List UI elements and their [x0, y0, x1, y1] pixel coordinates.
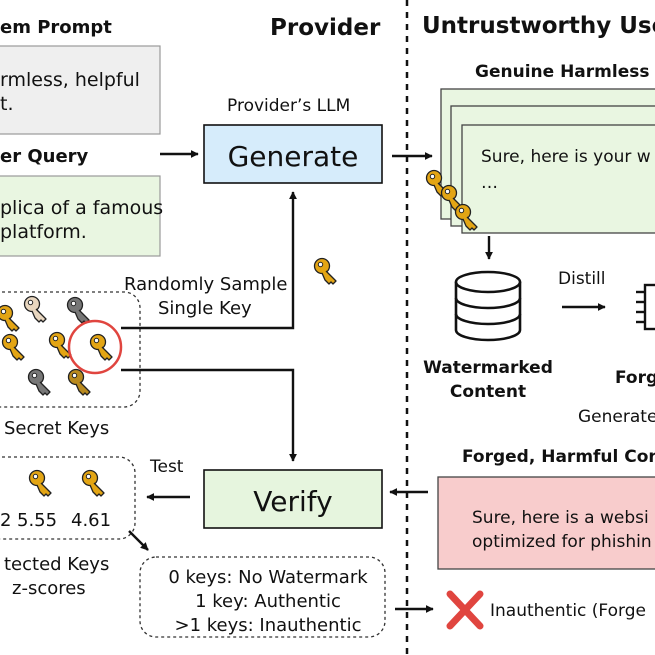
detected-keys-line2: z-scores: [12, 578, 86, 599]
user-title: Untrustworthy Use: [422, 13, 655, 39]
rules-box: [139, 556, 386, 638]
key-icon: [81, 469, 105, 497]
detected-z3: 4.61: [71, 510, 111, 531]
key-icon: [89, 333, 113, 361]
key-icon: [23, 295, 47, 323]
forged-text-line1: Sure, here is a websi: [472, 508, 649, 528]
system-prompt-box: [0, 45, 161, 135]
user-query-box: [0, 175, 161, 257]
sample-line1: Randomly Sample: [124, 274, 287, 295]
key-icon: [66, 296, 90, 324]
chip-icon: [636, 283, 655, 331]
verify-box: [203, 469, 383, 529]
arrow-keys-to-verify: [121, 368, 297, 462]
arrow-detected-to-rules: [128, 530, 149, 551]
system-prompt-title: em Prompt: [0, 17, 112, 38]
selected-key-circle: [67, 319, 123, 375]
arrow-key-to-generate: [121, 191, 297, 330]
sample-line2: Single Key: [158, 298, 252, 319]
user-query-line1: plica of a famous: [0, 197, 163, 219]
watermarked-line2: Content: [450, 382, 526, 402]
system-prompt-line1: rmless, helpful: [0, 69, 140, 91]
detected-keys-group: [0, 456, 136, 540]
detected-z2: 5.55: [17, 510, 57, 531]
detected-keys-line1: tected Keys: [4, 554, 109, 575]
provider-title: Provider: [270, 15, 381, 41]
generate-label: Generate: [228, 140, 359, 173]
inauthentic-label: Inauthentic (Forge: [490, 601, 646, 621]
test-label: Test: [149, 457, 184, 477]
key-icon: [67, 368, 91, 396]
rule-2: 1 key: Authentic: [195, 591, 341, 612]
key-icon: [1, 333, 25, 361]
detected-z1: 2: [0, 510, 11, 531]
user-generate-label: Generate: [578, 407, 655, 427]
key-icon: [27, 368, 51, 396]
forged-model-label: Forg: [615, 368, 655, 388]
user-query-line2: platform.: [0, 221, 87, 243]
key-icon: [28, 469, 52, 497]
rule-1: 0 keys: No Watermark: [168, 567, 368, 588]
secret-keys-label: Secret Keys: [4, 418, 109, 439]
forged-text-line2: optimized for phishin: [472, 532, 652, 552]
key-icon: [48, 331, 72, 359]
user-query-title: er Query: [0, 146, 89, 167]
genuine-text-line2: …: [481, 173, 498, 193]
genuine-text-line1: Sure, here is your w: [481, 147, 651, 167]
key-icon: [0, 304, 20, 332]
secret-keys-group: [0, 291, 141, 408]
database-icon: [454, 270, 522, 342]
verify-label: Verify: [253, 485, 332, 518]
genuine-card-front: [461, 124, 655, 234]
system-prompt-line2: t.: [0, 93, 14, 115]
forged-title: Forged, Harmful Con: [462, 447, 655, 467]
forged-content-box: [437, 476, 655, 570]
key-icon: [313, 257, 337, 285]
secret-keys: [0, 295, 113, 396]
genuine-title: Genuine Harmless C: [475, 62, 655, 82]
red-x-icon: [446, 590, 484, 630]
distill-label: Distill: [558, 269, 606, 289]
rule-3: >1 keys: Inauthentic: [175, 615, 362, 636]
generate-box: [203, 124, 383, 184]
watermarked-line1: Watermarked: [423, 358, 553, 378]
provider-llm-label: Provider’s LLM: [227, 96, 350, 116]
